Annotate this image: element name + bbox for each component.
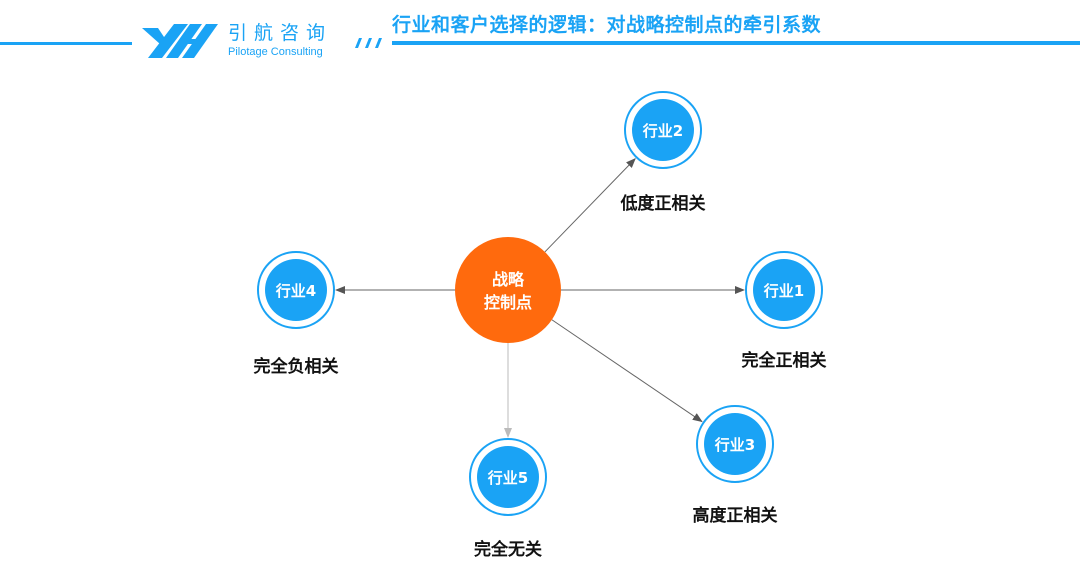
center-label-line2: 控制点 — [484, 293, 532, 312]
node-label: 行业3 — [714, 436, 755, 454]
connector-arrow — [544, 158, 636, 253]
node-fill — [632, 99, 694, 161]
center-circle — [455, 237, 561, 343]
brand-name-cn: 引航咨询 — [228, 22, 333, 44]
slash-decoration-icon — [355, 38, 382, 48]
node-fill — [477, 446, 539, 508]
relation-label: 完全无关 — [474, 540, 542, 560]
page-title: 行业和客户选择的逻辑：对战略控制点的牵引系数 — [392, 14, 822, 36]
industry-node: 行业2 — [624, 91, 702, 169]
node-fill — [265, 259, 327, 321]
relation-label: 完全负相关 — [253, 357, 339, 377]
industry-node: 行业4 — [257, 251, 335, 329]
node-label: 行业1 — [763, 282, 804, 300]
relation-label: 完全正相关 — [741, 351, 827, 371]
node-label: 行业5 — [487, 469, 528, 487]
yh-logo-icon — [142, 24, 218, 58]
node-fill — [704, 413, 766, 475]
header-rule-right — [392, 41, 1080, 45]
industry-node: 行业5 — [469, 438, 547, 516]
center-label-line1: 战略 — [492, 270, 525, 289]
node-fill — [753, 259, 815, 321]
strategic-control-point: 战略控制点 — [455, 237, 561, 343]
relation-label: 高度正相关 — [692, 506, 778, 526]
relation-label: 低度正相关 — [620, 194, 706, 214]
brand-name-en: Pilotage Consulting — [228, 46, 323, 58]
industry-node: 行业1 — [745, 251, 823, 329]
node-label: 行业2 — [642, 122, 683, 140]
connector-arrow — [551, 319, 703, 423]
header-rule-left — [0, 42, 132, 45]
node-label: 行业4 — [275, 282, 316, 300]
industry-node: 行业3 — [696, 405, 774, 483]
